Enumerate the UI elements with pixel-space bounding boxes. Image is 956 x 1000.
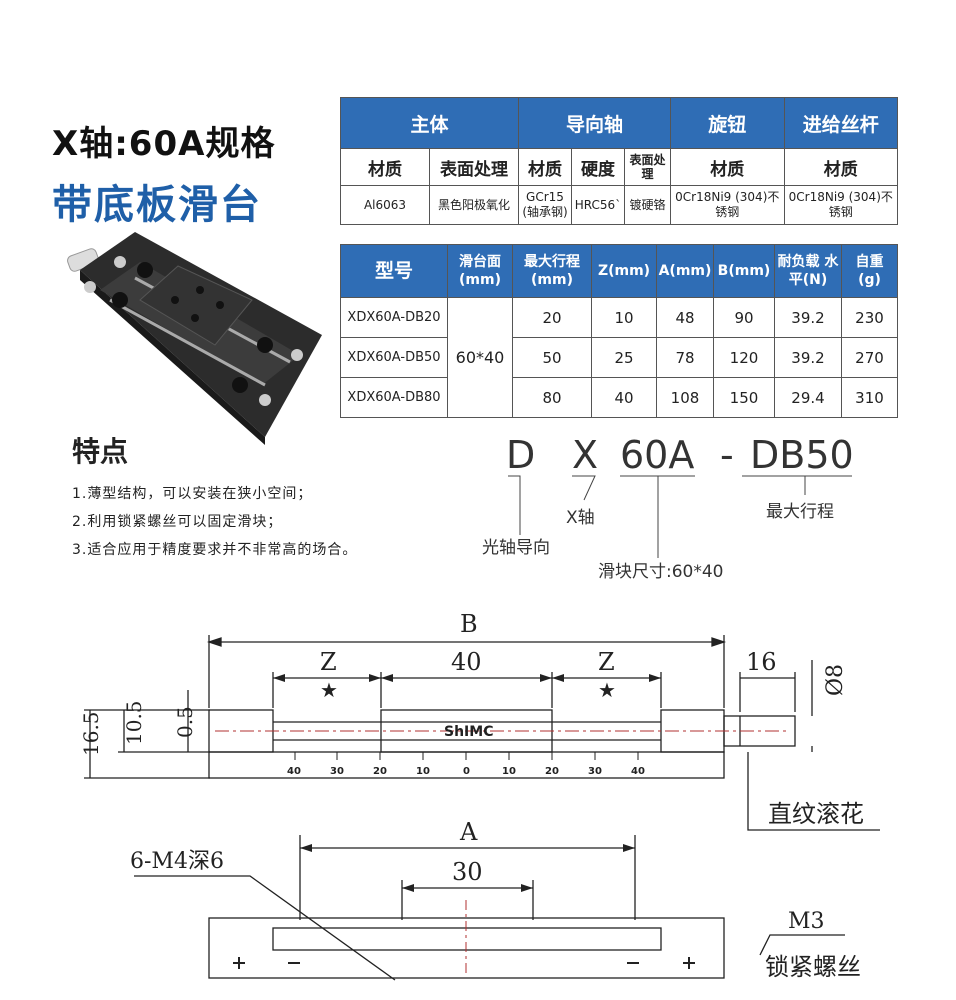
- sub-hardness: 硬度: [571, 148, 625, 186]
- scale-tick-label: 30: [588, 766, 602, 777]
- dim-z-right: Z: [598, 648, 615, 676]
- feature-item: 3.适合应用于精度要求并不非常高的场合。: [72, 542, 358, 558]
- dim-0-5: 0.5: [173, 706, 197, 738]
- code-stroke: DB50: [750, 433, 854, 477]
- header-load: 耐负载 水平(N): [774, 244, 842, 298]
- cell-value: 0Cr18Ni9 (304)不锈钢: [670, 185, 785, 225]
- dim-b: B: [460, 610, 478, 638]
- code-size: 60A: [620, 433, 695, 477]
- feature-item: 1.薄型结构，可以安装在狭小空间；: [72, 486, 313, 502]
- label-size: 滑块尺寸:60*40: [598, 562, 724, 582]
- material-table: 主体 导向轴 旋钮 进给丝杆 材质 表面处理 材质 硬度 表面处理 材质 材质 …: [340, 97, 898, 225]
- table-row: XDX60A-DB20 60*40 20 10 48 90 39.2 230: [340, 297, 898, 418]
- feature-item: 2.利用锁紧螺丝可以固定滑块；: [72, 514, 283, 530]
- cell-b: 120: [713, 337, 775, 378]
- dim-z-left: Z: [320, 648, 337, 676]
- spec-title: X轴:60A规格: [52, 124, 276, 164]
- header-guide-shaft: 导向轴: [518, 97, 671, 149]
- table-row: XDX60A-DB50 50 25 78 120 39.2 270: [340, 337, 898, 378]
- sub-material: 材质: [518, 148, 572, 186]
- sub-surface: 表面处理: [624, 148, 671, 186]
- features-heading: 特点: [72, 435, 129, 468]
- dim-16: 16: [746, 648, 777, 676]
- brand-logo: ShIMC: [444, 724, 493, 740]
- scale-tick-label: 10: [416, 766, 430, 777]
- star-icon: ★: [598, 678, 616, 702]
- dim-16-5: 16.5: [79, 711, 103, 756]
- cell-a: 78: [656, 337, 714, 378]
- cell-weight: 270: [841, 337, 898, 378]
- dim-a: A: [459, 818, 478, 846]
- cell-a: 108: [656, 377, 714, 418]
- header-stroke: 最大行程 (mm): [512, 244, 592, 298]
- cell-stroke: 80: [512, 377, 592, 418]
- scale-tick-label: 40: [287, 766, 301, 777]
- header-knob: 旋钮: [670, 97, 785, 149]
- star-icon: ★: [320, 678, 338, 702]
- cell-weight: 230: [841, 297, 898, 338]
- cell-value: Al6063: [340, 185, 430, 225]
- cell-load: 29.4: [774, 377, 842, 418]
- header-a: A(mm): [656, 244, 714, 298]
- header-body: 主体: [340, 97, 519, 149]
- scale-tick-label: 20: [373, 766, 387, 777]
- cell-a: 48: [656, 297, 714, 338]
- cell-model: XDX60A-DB50: [340, 337, 448, 378]
- label-guide: 光轴导向: [482, 538, 550, 558]
- cell-value: HRC56`: [571, 185, 625, 225]
- cell-value: 镀硬铬: [624, 185, 671, 225]
- dim-10-5: 10.5: [122, 700, 146, 745]
- cell-value: 黑色阳极氧化: [429, 185, 519, 225]
- dim-40: 40: [451, 648, 482, 676]
- cell-b: 150: [713, 377, 775, 418]
- code-d: D: [506, 433, 536, 477]
- scale-tick-label: 40: [631, 766, 645, 777]
- cell-load: 39.2: [774, 337, 842, 378]
- header-weight: 自重 (g): [841, 244, 898, 298]
- m3-label: M3: [788, 909, 825, 934]
- knurl-label: 直纹滚花: [768, 800, 864, 828]
- scale-tick-label: 30: [330, 766, 344, 777]
- cell-load: 39.2: [774, 297, 842, 338]
- scale-tick-label: 10: [502, 766, 516, 777]
- cell-z: 40: [591, 377, 657, 418]
- scale-tick-label: 20: [545, 766, 559, 777]
- holes-label: 6-M4深6: [130, 849, 224, 874]
- lock-screw-label: 锁紧螺丝: [765, 953, 861, 981]
- header-feed-screw: 进给丝杆: [783, 97, 898, 149]
- sub-material: 材质: [340, 148, 430, 186]
- header-face: 滑台面 (mm): [447, 244, 513, 298]
- header-b: B(mm): [713, 244, 775, 298]
- product-title: 带底板滑台: [52, 182, 262, 228]
- label-stroke: 最大行程: [766, 502, 834, 522]
- code-dash: -: [720, 433, 734, 477]
- cell-value: GCr15 (轴承钢): [518, 185, 572, 225]
- cell-z: 25: [591, 337, 657, 378]
- dim-phi8: Ø8: [823, 664, 848, 696]
- label-x: X轴: [566, 508, 595, 528]
- cell-model: XDX60A-DB80: [340, 377, 448, 418]
- cell-stroke: 20: [512, 297, 592, 338]
- sub-surface: 表面处理: [429, 148, 519, 186]
- cell-face: 60*40: [447, 297, 513, 418]
- cell-value: 0Cr18Ni9 (304)不锈钢: [783, 185, 898, 225]
- cell-model: XDX60A-DB20: [340, 297, 448, 338]
- cell-weight: 310: [841, 377, 898, 418]
- header-z: Z(mm): [591, 244, 657, 298]
- table-row: XDX60A-DB80 80 40 108 150 29.4 310: [340, 377, 898, 418]
- scale-tick-label: 0: [463, 766, 470, 777]
- code-x: X: [572, 433, 599, 477]
- dim-30: 30: [452, 858, 483, 886]
- model-table: 型号 滑台面 (mm) 最大行程 (mm) Z(mm) A(mm) B(mm) …: [340, 244, 898, 418]
